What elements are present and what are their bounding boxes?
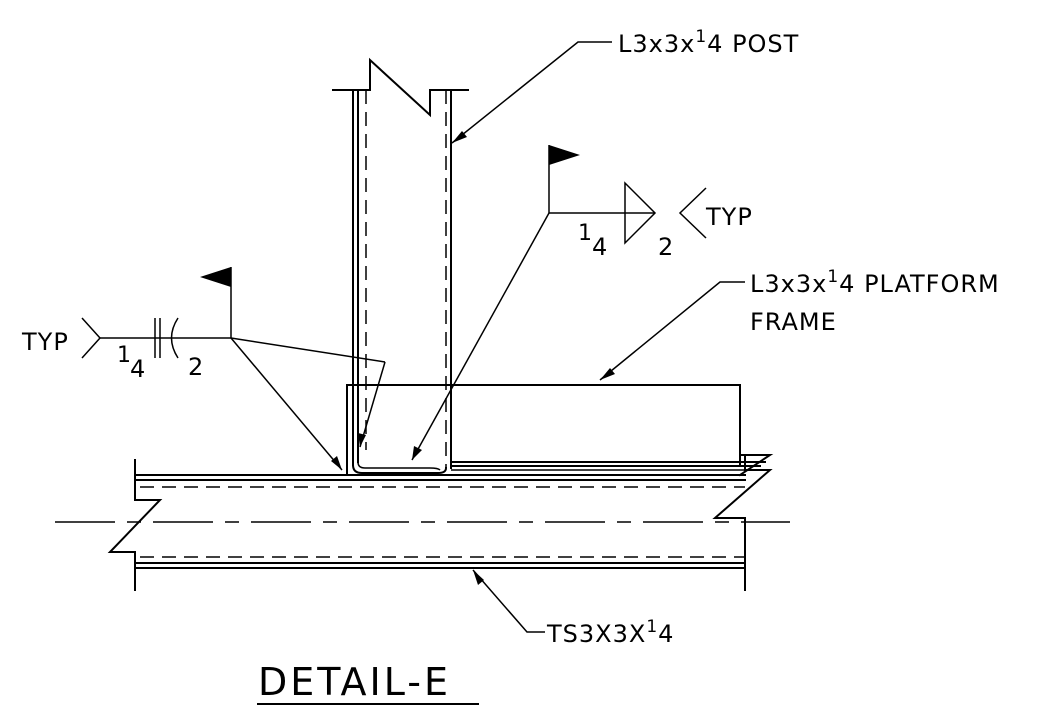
detail-title-text: DETAIL-E — [258, 660, 451, 704]
post-member — [332, 57, 469, 474]
weld-left-size-num: 1 — [117, 343, 132, 368]
weld-right-tail: TYP — [705, 203, 753, 231]
post-frac-num: 1 — [695, 27, 707, 47]
weld-left-length: 2 — [188, 353, 204, 381]
weld-left-size-den: 4 — [130, 355, 146, 383]
leader-lines — [451, 41, 745, 633]
frame-frac-num: 1 — [827, 267, 839, 287]
post-frac-den: 4 — [707, 30, 723, 58]
platform-frame-member — [346, 384, 774, 477]
tube-callout-text: TS3X3X — [546, 620, 646, 648]
tube-frac-num: 1 — [646, 617, 658, 637]
frame-callout-suffix: PLATFORM — [855, 270, 999, 298]
svg-text:L3x3x14 PLATFORM: L3x3x14 PLATFORM — [750, 267, 1000, 298]
svg-text:TS3X3X14: TS3X3X14 — [546, 617, 674, 648]
weld-right-length: 2 — [658, 233, 674, 261]
weld-right-text: 1 4 2 TYP — [578, 203, 753, 261]
tube-callout-label: TS3X3X14 — [546, 617, 674, 648]
tube-frac-den: 4 — [658, 620, 674, 648]
weld-symbol-left — [81, 267, 386, 471]
post-callout-label: L3x3x14 POST — [618, 27, 799, 58]
svg-text:L3x3x14 POST: L3x3x14 POST — [618, 27, 799, 58]
weld-right-size-num: 1 — [578, 221, 593, 246]
post-callout-text: L3x3x — [618, 30, 695, 58]
weld-left-tail: TYP — [21, 328, 69, 356]
tube-member — [55, 454, 790, 591]
frame-callout-text: L3x3x — [750, 270, 827, 298]
weld-symbol-right — [411, 145, 707, 461]
frame-frac-den: 4 — [839, 270, 855, 298]
detail-title: DETAIL-E — [257, 660, 479, 705]
post-callout-suffix: POST — [723, 30, 799, 58]
weld-left-text: TYP 1 4 2 — [21, 328, 204, 383]
weld-right-size-den: 4 — [592, 233, 608, 261]
frame-callout-line2: FRAME — [750, 308, 837, 336]
frame-callout-label: L3x3x14 PLATFORM FRAME — [750, 267, 1000, 336]
